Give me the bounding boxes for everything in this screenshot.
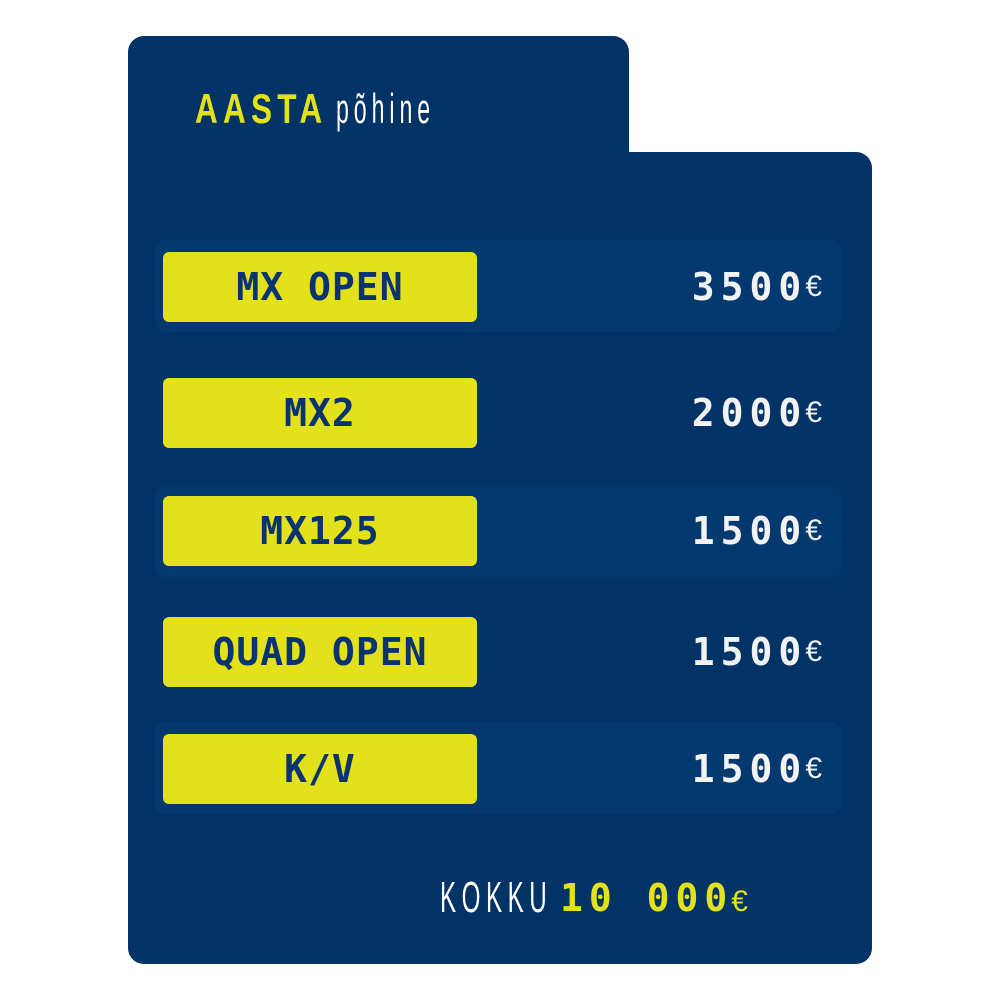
total-value: 10 000€ <box>560 876 748 920</box>
amount: 1500 <box>691 509 808 553</box>
category-label: K/V <box>163 734 477 804</box>
currency: € <box>805 514 822 547</box>
price-value: 1500€ <box>692 734 822 804</box>
total-label: KOKKU <box>440 873 553 922</box>
category-label: MX2 <box>163 378 477 448</box>
page-title: AASTA põhine <box>195 80 516 130</box>
title-bold: AASTA <box>195 85 328 132</box>
title-light: põhine <box>335 85 435 132</box>
amount: 3500 <box>691 265 808 309</box>
category-label: MX125 <box>163 496 477 566</box>
currency: € <box>805 752 822 785</box>
amount: 1500 <box>691 630 808 674</box>
price-value: 2000€ <box>692 378 822 448</box>
amount: 2000 <box>691 391 808 435</box>
total-amount: 10 000 <box>560 876 734 920</box>
price-value: 1500€ <box>692 617 822 687</box>
total-currency: € <box>731 885 748 918</box>
currency: € <box>805 396 822 429</box>
category-label: MX OPEN <box>163 252 477 322</box>
currency: € <box>805 635 822 668</box>
category-label: QUAD OPEN <box>163 617 477 687</box>
price-value: 1500€ <box>692 496 822 566</box>
price-value: 3500€ <box>692 252 822 322</box>
total-row: KOKKU 10 000€ <box>440 870 748 926</box>
currency: € <box>805 270 822 303</box>
amount: 1500 <box>691 747 808 791</box>
